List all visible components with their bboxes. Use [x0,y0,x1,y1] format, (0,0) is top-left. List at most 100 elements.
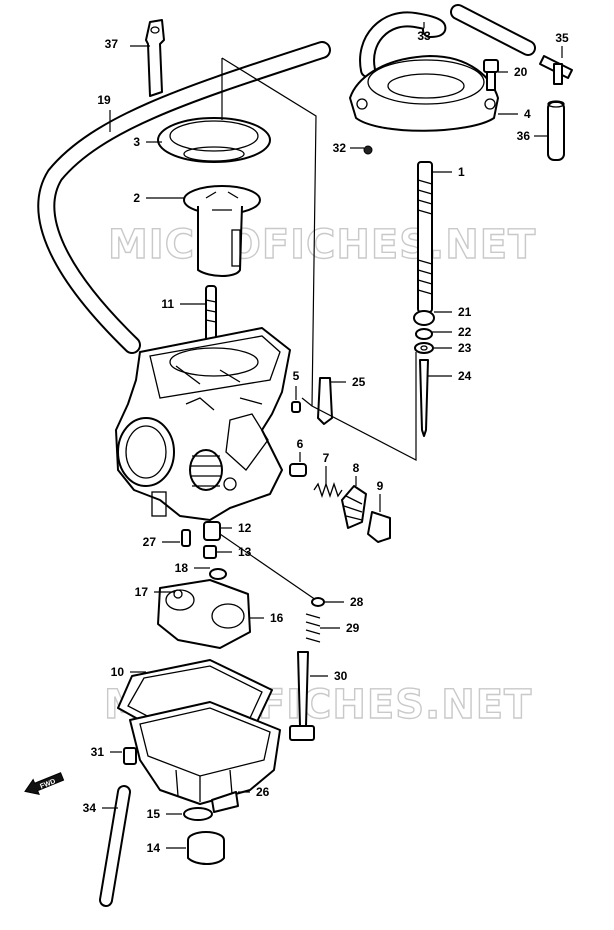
callout-label-11: 11 [161,297,174,311]
callout-9: 9 [377,479,384,512]
part-22-clip [415,328,433,340]
part-32-nut [363,145,373,155]
callout-4: 4 [498,107,531,121]
part-9-cap [367,511,391,543]
part-13-main-jet [203,545,217,559]
callout-label-22: 22 [458,325,472,339]
callout-label-34: 34 [83,801,97,815]
callout-label-4: 4 [524,107,531,121]
callout-8: 8 [353,461,360,486]
callout-35: 35 [555,31,569,58]
part-8-bellows [341,485,367,529]
callout-label-5: 5 [293,369,300,383]
part-28-clip [311,597,325,607]
part-18-o-ring [209,568,227,580]
part-20-screw [483,59,499,91]
part-36-hose [547,100,565,161]
callout-26: 26 [238,785,270,799]
part-25-screw [317,377,333,425]
callout-37: 37 [105,37,150,51]
callout-label-32: 32 [333,141,347,155]
fwd-arrow: FWD [24,772,65,796]
part-15-o-ring [183,807,213,821]
callout-15: 15 [147,807,182,821]
callout-17: 17 [135,585,174,599]
callout-21: 21 [434,305,472,319]
callout-label-19: 19 [97,93,111,107]
part-2-piston [183,185,261,277]
part-29-spring [305,613,321,643]
callout-3: 3 [133,135,162,149]
callout-label-31: 31 [91,745,105,759]
callout-label-30: 30 [334,669,348,683]
part-33-hose [359,4,536,78]
callout-label-14: 14 [147,841,161,855]
callout-label-20: 20 [514,65,528,79]
callout-label-6: 6 [297,437,304,451]
callout-32: 32 [333,141,364,155]
part-30-screw [289,651,315,741]
callout-20: 20 [498,65,528,79]
callout-1: 1 [432,165,465,179]
part-27-screw [181,529,191,547]
callout-29: 29 [320,621,360,635]
part-23-washer [414,342,434,354]
callout-34: 34 [83,801,118,815]
callout-label-23: 23 [458,341,472,355]
part-26-screw [211,791,239,813]
callout-label-26: 26 [256,785,270,799]
callout-22: 22 [432,325,472,339]
callout-30: 30 [310,669,348,683]
callout-label-17: 17 [135,585,149,599]
guide-line-cap [221,58,313,407]
callout-label-2: 2 [133,191,140,205]
callout-2: 2 [133,191,184,205]
callout-36: 36 [517,129,548,143]
callout-label-9: 9 [377,479,384,493]
callout-label-24: 24 [458,369,472,383]
callout-label-8: 8 [353,461,360,475]
callout-19: 19 [97,93,111,132]
part-7-spring [313,481,343,499]
float-bowl [129,701,281,805]
part-21-washer [413,310,435,326]
callout-23: 23 [434,341,472,355]
callout-label-35: 35 [555,31,569,45]
callout-label-37: 37 [105,37,119,51]
part-12-needle-jet [203,521,221,541]
callout-7: 7 [323,451,330,484]
guide-line-jets [219,533,317,601]
callout-33: 33 [417,22,431,43]
callout-label-29: 29 [346,621,360,635]
callout-31: 31 [91,745,122,759]
callout-label-3: 3 [133,135,140,149]
part-16-float [157,579,251,649]
part-37-bracket [145,19,165,97]
callout-label-16: 16 [270,611,284,625]
callout-13: 13 [216,545,252,559]
callout-12: 12 [220,521,252,535]
part-17-pin [173,589,183,599]
part-24-needle [419,359,429,437]
callout-label-25: 25 [352,375,366,389]
part-31-screw [123,747,137,765]
callout-14: 14 [147,841,186,855]
callout-label-28: 28 [350,595,364,609]
callout-label-18: 18 [175,561,189,575]
part-14-plug [187,831,225,865]
callout-label-36: 36 [517,129,531,143]
callout-label-7: 7 [323,451,330,465]
part-34-drain-hose [99,785,131,907]
watermark-top: MICROFICHES.NET [108,222,536,268]
part-19-vent-hose [37,41,331,354]
callout-label-15: 15 [147,807,161,821]
callout-24: 24 [428,369,472,383]
part-1-rod [417,161,433,313]
part-6-plug [289,463,307,477]
callout-5: 5 [293,369,300,400]
callout-16: 16 [250,611,284,625]
callout-25: 25 [330,375,366,389]
callout-label-12: 12 [238,521,252,535]
